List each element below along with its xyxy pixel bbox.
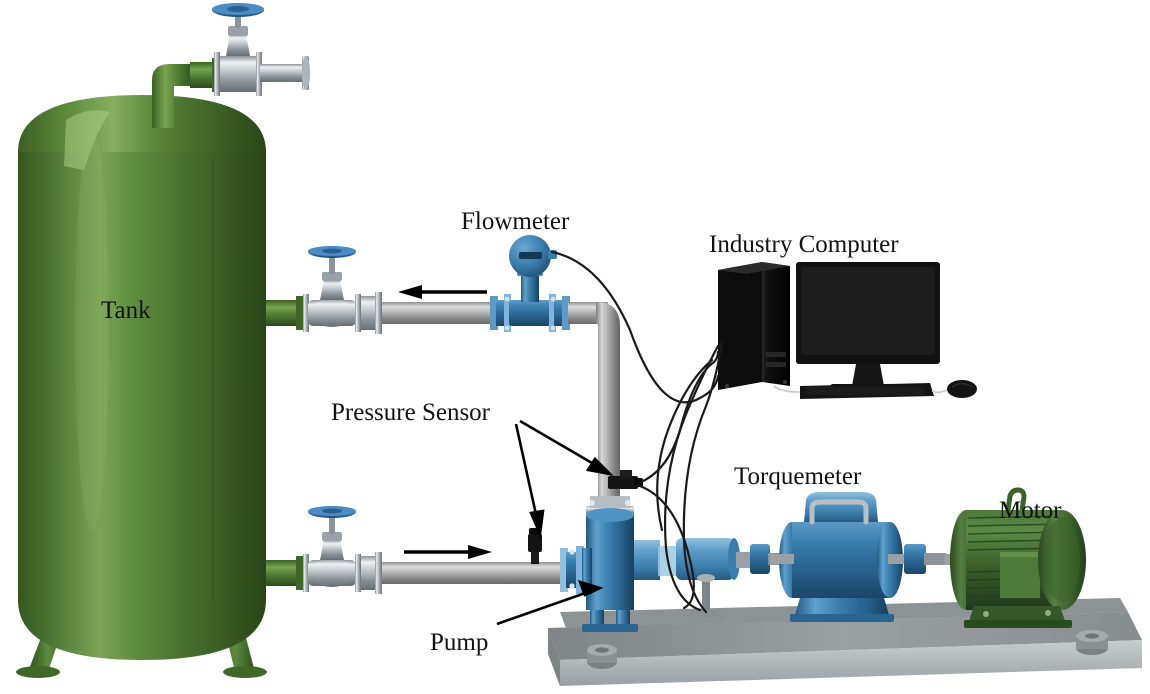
motor[interactable] <box>944 487 1086 628</box>
label-pressure-sensor: Pressure Sensor <box>331 399 491 426</box>
flowmeter[interactable] <box>490 235 570 332</box>
computer-monitor[interactable] <box>796 262 940 391</box>
industry-computer[interactable] <box>718 262 977 399</box>
label-motor: Motor <box>999 497 1062 524</box>
suction-line <box>266 506 564 594</box>
torquemeter[interactable] <box>770 492 946 622</box>
return-line <box>266 235 620 520</box>
pressure-sensor-suction[interactable] <box>528 528 542 564</box>
computer-tower[interactable] <box>718 262 790 390</box>
label-tank: Tank <box>101 297 151 324</box>
computer-keyboard[interactable] <box>800 383 934 399</box>
return-flow-arrow <box>398 285 487 299</box>
pressure-sensor-discharge[interactable] <box>608 470 643 489</box>
label-flowmeter: Flowmeter <box>461 208 570 235</box>
anchor-pad <box>1076 630 1108 655</box>
suction-flow-arrow <box>404 545 492 559</box>
suction-valve[interactable] <box>303 506 382 594</box>
label-industry-computer: Industry Computer <box>709 231 899 258</box>
label-torquemeter: Torquemeter <box>734 463 862 490</box>
anchor-pad <box>587 644 617 669</box>
signal-cables <box>550 250 724 614</box>
tank-top-valve-assembly[interactable] <box>152 3 310 128</box>
label-pump: Pump <box>430 629 489 656</box>
return-valve[interactable] <box>303 246 382 334</box>
computer-mouse[interactable] <box>947 380 977 398</box>
tank <box>16 95 267 678</box>
